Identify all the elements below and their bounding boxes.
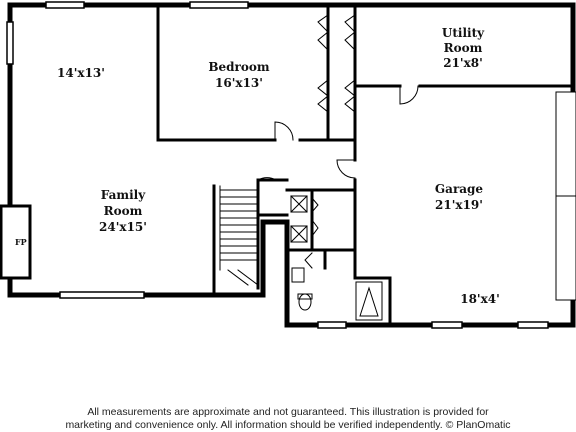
bedroom-name: Bedroom xyxy=(208,60,270,74)
garage-size: 21'x19' xyxy=(435,198,483,212)
bath-fixtures xyxy=(291,267,313,311)
fireplace xyxy=(0,204,32,280)
family-room-name-line1: Family xyxy=(100,188,146,202)
utility-name-line1: Utility xyxy=(441,26,485,40)
disclaimer: All measurements are approximate and not… xyxy=(0,406,576,432)
garage-extension-size: 18'x4' xyxy=(460,292,500,306)
utility-size: 21'x8' xyxy=(443,56,483,70)
fireplace-label: FP xyxy=(15,237,27,247)
family-room-size: 24'x15' xyxy=(99,220,147,234)
garage-door xyxy=(555,91,576,301)
stair-treads xyxy=(219,185,259,286)
door-swings xyxy=(257,14,419,269)
bedroom-size: 16'x13' xyxy=(215,76,263,90)
garage-name: Garage xyxy=(434,182,484,196)
disclaimer-line1: All measurements are approximate and not… xyxy=(87,406,489,418)
family-room-name-line2: Room xyxy=(103,204,143,218)
shelving xyxy=(290,195,308,243)
nook-size: 14'x13' xyxy=(57,66,105,80)
disclaimer-line2: marketing and convenience only. All info… xyxy=(65,419,511,431)
interior-walls xyxy=(156,3,575,327)
windows xyxy=(6,1,549,329)
utility-name-line2: Room xyxy=(443,41,483,55)
water-heater xyxy=(355,281,383,321)
